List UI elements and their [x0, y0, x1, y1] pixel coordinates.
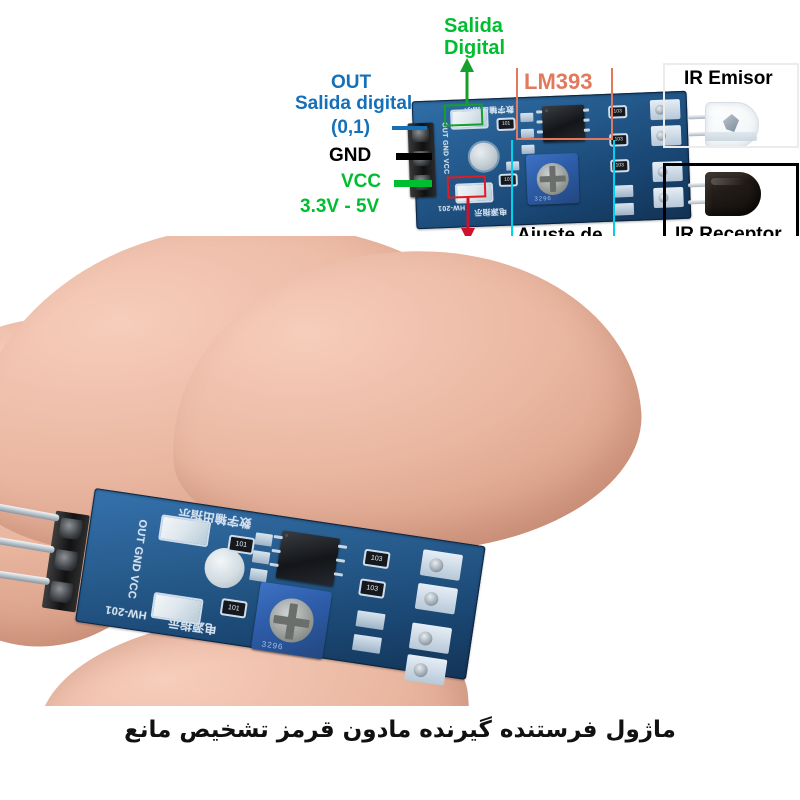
- out-label-title: OUT: [331, 72, 372, 93]
- pin-gnd: [0, 529, 55, 554]
- lm393-label: LM393: [524, 69, 593, 94]
- vcc-leader-line: [394, 180, 432, 187]
- pin-out: [0, 495, 60, 522]
- led-black-body: [705, 172, 761, 216]
- vcc-label: VCC: [341, 171, 382, 192]
- ir-emitter-label: IR Emisor: [684, 68, 773, 89]
- gnd-leader-line: [396, 153, 432, 160]
- smd-cap-2: [251, 550, 271, 565]
- product-photo: OUT GND VCC HW-201 数字输出指示 电源指示 101 101 1…: [0, 236, 800, 706]
- smd-pad-2: [613, 202, 635, 216]
- lm393-callout-box: [516, 68, 613, 140]
- led-clear-die: [723, 114, 739, 132]
- out-label-values: (0,1): [331, 117, 371, 138]
- pin-vcc: [0, 563, 51, 586]
- caption-bar: ماژول فرستنده گیرنده مادون قرمز تشخیص ما…: [0, 700, 800, 760]
- pot-code: 3296: [261, 639, 285, 652]
- distance-trimmer-potentiometer[interactable]: 3296: [250, 581, 333, 660]
- pin-header-block: [41, 510, 90, 613]
- digital-output-led-box: [443, 103, 484, 127]
- lm393-comparator-ic: [275, 530, 341, 587]
- out-label-subtitle: Salida digital: [295, 93, 413, 114]
- digital-output-label-line2: Digital: [444, 37, 506, 59]
- vcc-range-label: 3.3V - 5V: [300, 196, 380, 217]
- header-pin-vcc: [48, 580, 74, 604]
- smd-pad-1: [613, 184, 634, 198]
- ir-emitter-led: [705, 100, 763, 148]
- digital-output-label-line1: Salida: [444, 15, 503, 37]
- resistor-1: 101: [498, 119, 514, 130]
- power-led-arrow: [461, 198, 475, 242]
- led-clear-rim: [705, 132, 757, 141]
- pad-hole: [423, 590, 440, 607]
- ir-receiver-led: [705, 170, 767, 218]
- smd-cap-3: [249, 567, 268, 583]
- caption-text: ماژول فرستنده گیرنده مادون قرمز تشخیص ما…: [124, 717, 676, 743]
- power-led-box: [446, 175, 487, 199]
- ic-pin1-dot: [284, 533, 289, 538]
- digital-output-arrow: [460, 58, 474, 106]
- led-black-highlight: [711, 178, 745, 185]
- header-pin-gnd: [53, 548, 79, 573]
- smd-cap-1: [254, 532, 274, 547]
- pin-header-assembly: [0, 486, 97, 613]
- pad-hole: [412, 662, 429, 679]
- header-pin-out: [58, 517, 84, 541]
- gnd-label: GND: [329, 145, 372, 166]
- pad-hole: [428, 557, 445, 574]
- out-leader-line: [392, 126, 427, 130]
- pad-hole: [417, 630, 434, 647]
- ir-emitter-callout-box: [663, 63, 799, 148]
